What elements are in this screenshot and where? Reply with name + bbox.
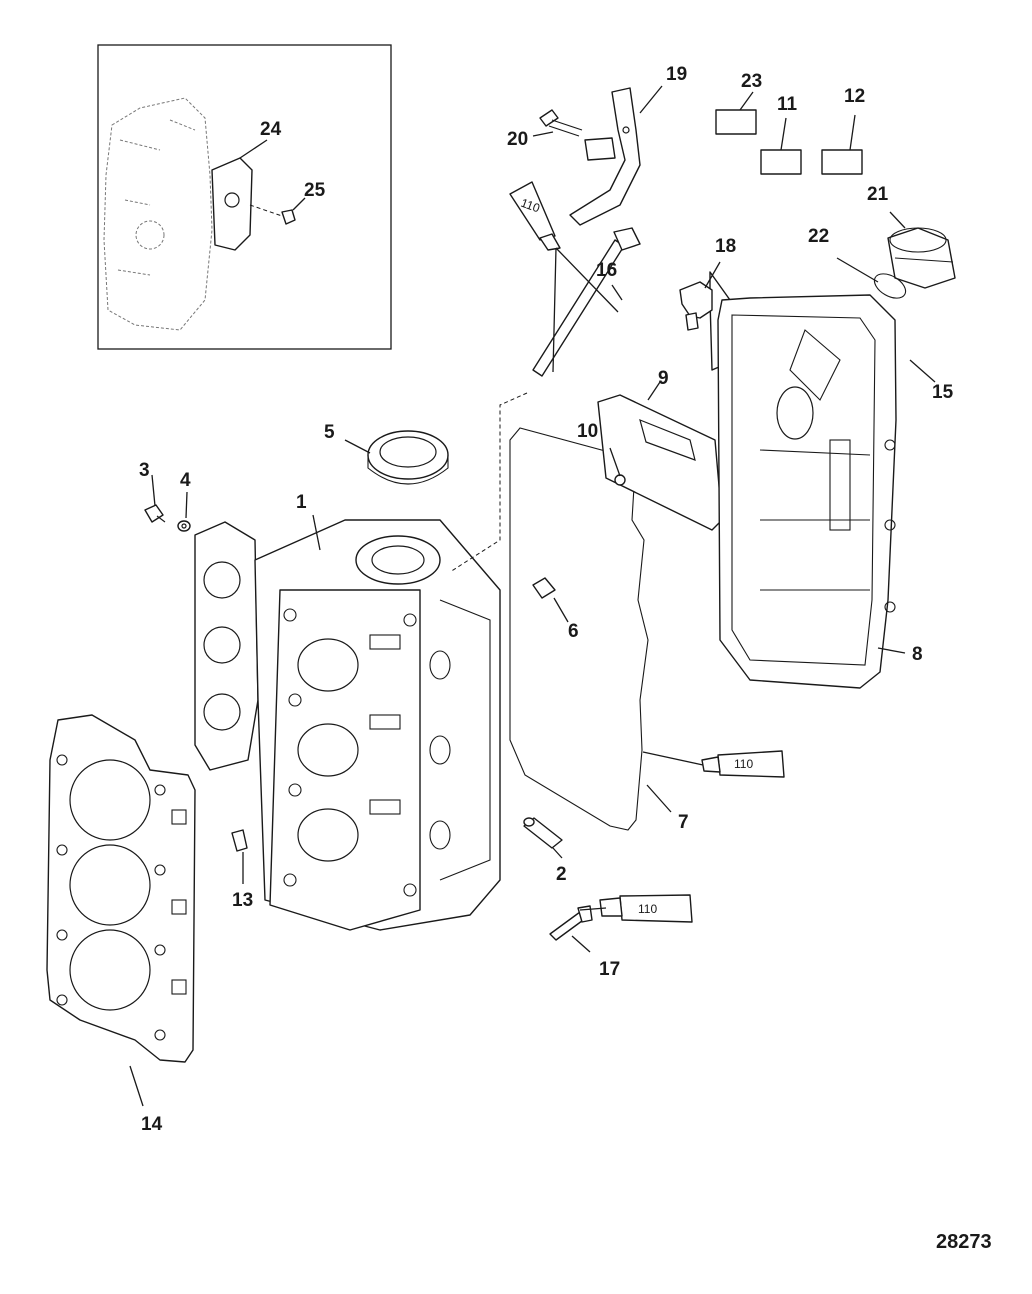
callout-labels: 24 25 19 20 23 11 12 21 22 18 16 15 9 10…	[139, 64, 954, 1135]
callout-19: 19	[666, 64, 687, 85]
callout-2: 2	[556, 864, 567, 885]
sealant-tube-17: 110	[599, 894, 693, 923]
sealant-label-2: 110	[734, 757, 753, 771]
callout-1: 1	[296, 492, 307, 513]
callout-14: 14	[141, 1114, 163, 1135]
callout-11: 11	[777, 94, 798, 115]
callout-20: 20	[507, 129, 528, 150]
dowel-13	[231, 829, 248, 852]
callout-12: 12	[844, 86, 865, 107]
cylinder-head-1	[194, 519, 501, 931]
callout-3: 3	[139, 460, 150, 481]
seal-5	[367, 430, 449, 485]
callout-23: 23	[741, 71, 762, 92]
callout-18: 18	[715, 236, 736, 257]
callout-4: 4	[180, 470, 191, 491]
callout-8: 8	[912, 644, 923, 665]
bracket-19	[569, 87, 641, 226]
bolt-3	[144, 504, 166, 523]
bolt-20	[539, 109, 583, 137]
callout-15: 15	[932, 382, 954, 403]
callout-17: 17	[599, 959, 620, 980]
sealant-tube-7: 110	[701, 750, 785, 778]
plate-9	[597, 394, 723, 531]
callout-16: 16	[596, 260, 617, 281]
part-box-23	[715, 109, 757, 135]
callout-13: 13	[232, 890, 253, 911]
callout-7: 7	[678, 812, 689, 833]
head-cover-8	[709, 271, 897, 689]
sealant-tube-top: 110	[509, 181, 561, 251]
callout-25: 25	[304, 180, 326, 201]
callout-24: 24	[260, 119, 282, 140]
inset-view	[97, 44, 392, 350]
bolt-17	[549, 905, 593, 941]
head-gasket-14	[46, 714, 196, 1063]
callout-9: 9	[658, 368, 669, 389]
o-ring-22	[873, 273, 907, 299]
fill-cap-21	[887, 227, 956, 289]
sealant-label-3: 110	[638, 902, 657, 916]
figure-number: 28273	[936, 1231, 992, 1253]
bolt-16	[532, 227, 641, 377]
dowel-6	[532, 577, 556, 599]
part-box-11	[760, 149, 802, 175]
elbow-fitting-18	[679, 281, 713, 331]
dowel-2	[523, 817, 563, 849]
leader-lines	[129, 85, 936, 1107]
callout-21: 21	[867, 184, 889, 205]
callout-10: 10	[577, 421, 598, 442]
sealant-label-1: 110	[519, 196, 542, 216]
callout-6: 6	[568, 621, 579, 642]
part-box-12	[821, 149, 863, 175]
callout-5: 5	[324, 422, 335, 443]
washer-4	[177, 520, 191, 532]
inset-bolt-25	[281, 209, 296, 225]
screw-10	[614, 474, 626, 486]
callout-22: 22	[808, 226, 829, 247]
